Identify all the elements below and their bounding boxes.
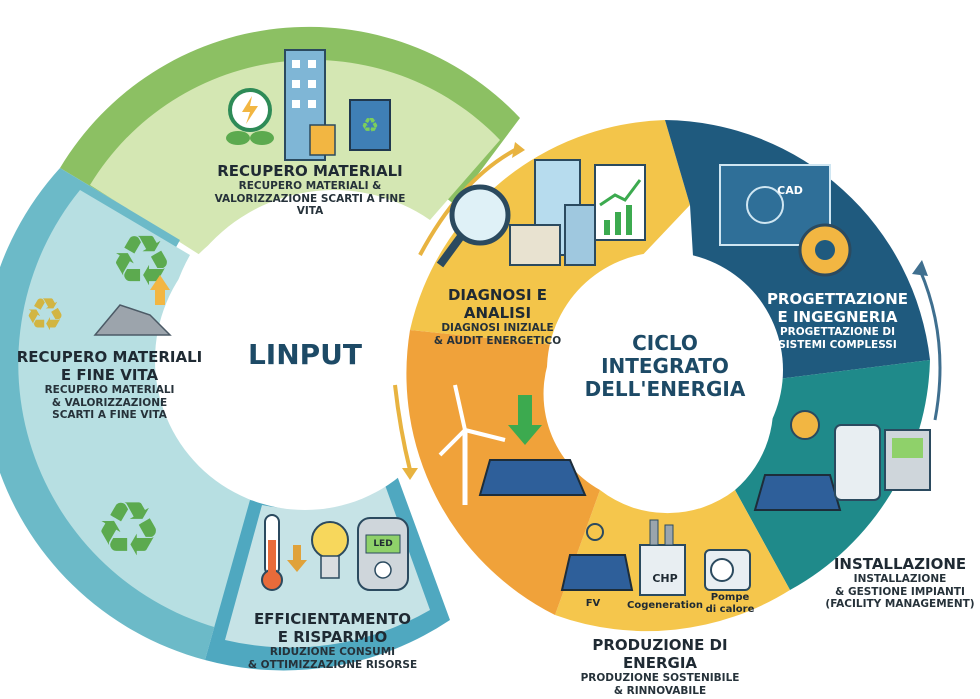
- segment-title: E RISPARMIO: [277, 628, 388, 646]
- segment-subtitle: RECUPERO MATERIALI &: [238, 180, 382, 192]
- segment-subtitle: PRODUZIONE SOSTENIBILE: [580, 672, 740, 684]
- up-arrow-icon: [150, 275, 170, 305]
- recycle-bin-icon: ♻: [349, 99, 391, 151]
- rubble-pile-icon: [93, 304, 172, 336]
- produzione-item-pompe: Pompe: [710, 592, 750, 603]
- label-efficientamento: EFFICIENTAMENTO E RISPARMIO RIDUZIONE CO…: [245, 610, 420, 671]
- segment-title: RECUPERO MATERIALI: [16, 348, 203, 366]
- arrow-right-head: [912, 260, 928, 276]
- segment-title: INSTALLAZIONE: [833, 555, 967, 573]
- right-segment-installazione: [735, 360, 930, 590]
- produzione-item-fv: FV: [585, 598, 601, 609]
- arrow-right: [918, 269, 942, 421]
- segment-subtitle: & VALORIZZAZIONE: [51, 396, 168, 409]
- left-center-circle: [155, 210, 455, 510]
- down-arrow-solar-icon: [508, 395, 542, 445]
- boiler-icon: [834, 424, 881, 501]
- segment-title: E FINE VITA: [60, 366, 159, 384]
- center-title-line: DELL'ENERGIA: [584, 377, 746, 401]
- solar-panel-icon: [478, 459, 587, 496]
- segment-subtitle: INSTALLAZIONE: [853, 573, 947, 585]
- control-panel-icon: [884, 429, 931, 491]
- segment-subtitle: RIDUZIONE CONSUMI: [269, 646, 396, 658]
- solar-panel-install-icon: [753, 474, 842, 511]
- recycle-icon-small: ♻: [25, 288, 65, 341]
- produzione-item-cogeneration: Cogeneration: [627, 600, 703, 611]
- center-title-line: INTEGRATO: [601, 354, 729, 378]
- segment-title: RECUPERO MATERIALI: [217, 162, 403, 180]
- segment-title: PROGETTAZIONE: [766, 290, 909, 308]
- segment-title: EFFICIENTAMENTO: [253, 610, 412, 628]
- right-center-circle: [547, 252, 783, 488]
- cad-badge: CAD: [777, 184, 803, 197]
- left-center-title: LINPUT: [247, 338, 363, 371]
- label-produzione: PRODUZIONE DI ENERGIA PRODUZIONE SOSTENI…: [555, 636, 765, 697]
- segment-title: DIAGNOSI E ANALISI: [447, 286, 548, 322]
- recycle-icon-bottom: ♻: [95, 485, 162, 573]
- label-diagnosi: DIAGNOSI E ANALISI DIAGNOSI INIZIALE & A…: [415, 286, 580, 347]
- heat-pump-icon: [704, 549, 751, 591]
- magnifier-icon: [436, 184, 511, 268]
- segment-subtitle: SCARTI A FINE VITA: [52, 409, 167, 421]
- thermometer-icon: [261, 514, 283, 591]
- segment-subtitle: & RINNOVABILE: [613, 684, 707, 697]
- sun-icon: [790, 410, 820, 440]
- segment-title: E INGEGNERIA: [777, 308, 898, 326]
- segment-subtitle: SISTEMI COMPLESSI: [778, 338, 897, 351]
- arrow-top-head: [512, 142, 525, 158]
- wind-turbine-icon: [438, 384, 506, 505]
- growth-chart-icon: [594, 164, 646, 241]
- smart-meter-icon: [357, 517, 409, 591]
- right-center-title: CICLO INTEGRATO DELL'ENERGIA: [575, 332, 755, 401]
- segment-subtitle: DIAGNOSI INIZIALE: [441, 322, 554, 334]
- segment-title: PRODUZIONE DI ENERGIA: [592, 636, 728, 672]
- segment-subtitle: (FACILITY MANAGEMENT): [825, 598, 975, 610]
- center-title-line: CICLO: [632, 331, 698, 355]
- arrow-bottom: [393, 384, 412, 471]
- building-icon: [284, 49, 336, 161]
- left-segment-left-fill: [18, 190, 258, 630]
- gear-icon: [798, 223, 852, 277]
- produzione-item-pompe-2: di calore: [705, 604, 755, 615]
- segment-subtitle: & GESTIONE IMPIANTI: [835, 585, 965, 598]
- energy-plant-icon: [226, 88, 274, 145]
- led-label: LED: [373, 539, 393, 549]
- solar-pv-icon: [560, 523, 634, 591]
- buildings-icon: [509, 159, 596, 266]
- chp-label: CHP: [652, 572, 678, 585]
- label-recupero-materiali-top: RECUPERO MATERIALI RECUPERO MATERIALI & …: [205, 162, 415, 218]
- segment-subtitle: & OTTIMIZZAZIONE RISORSE: [247, 658, 418, 671]
- label-installazione: INSTALLAZIONE INSTALLAZIONE & GESTIONE I…: [825, 555, 975, 611]
- led-bulb-icon: [311, 521, 349, 579]
- segment-subtitle: PROGETTAZIONE DI: [779, 326, 896, 338]
- segment-subtitle: VALORIZZAZIONE SCARTI A FINE VITA: [214, 192, 406, 218]
- arrow-bottom-head: [402, 468, 418, 480]
- label-progettazione: PROGETTAZIONE E INGEGNERIA PROGETTAZIONE…: [765, 290, 910, 351]
- chp-plant-icon: [639, 519, 686, 596]
- segment-subtitle: RECUPERO MATERIALI: [44, 384, 175, 396]
- down-arrow-icon: [287, 545, 307, 572]
- segment-subtitle: & AUDIT ENERGETICO: [433, 334, 562, 347]
- svg-text:♻: ♻: [361, 113, 379, 137]
- label-recupero-fine-vita: RECUPERO MATERIALI E FINE VITA RECUPERO …: [12, 348, 207, 422]
